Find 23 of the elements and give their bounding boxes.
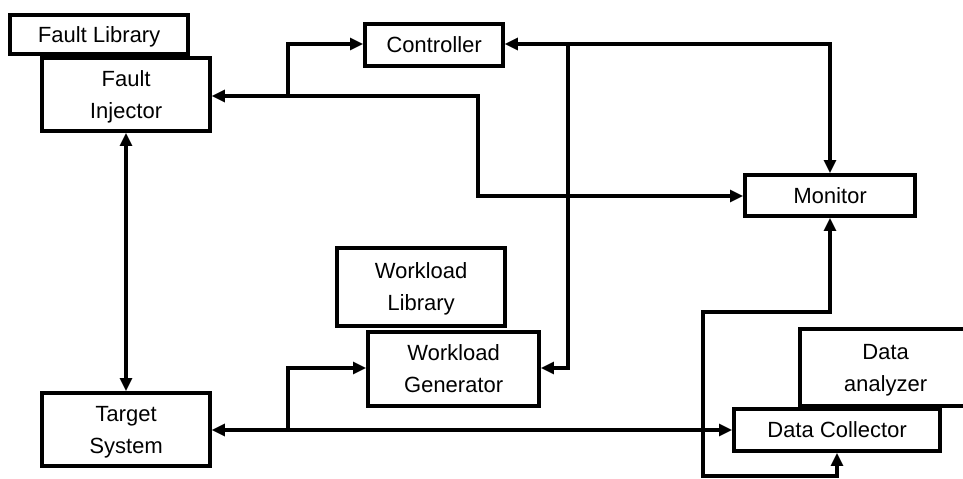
process-box: [363, 22, 505, 68]
box-label: Data analyzer: [842, 338, 928, 398]
box-label: Workload Library: [374, 257, 468, 317]
process-box: [366, 330, 541, 408]
box-label: Fault Library: [38, 20, 160, 49]
arrow: [505, 38, 570, 374]
box-label: Target System: [88, 400, 164, 460]
process-box: [335, 246, 507, 328]
arrow: [212, 362, 366, 436]
box-label: Controller: [386, 31, 482, 60]
process-box: [40, 56, 212, 133]
box-label: Workload Generator: [402, 339, 504, 399]
process-box: [743, 173, 917, 218]
arrow: [701, 218, 844, 478]
process-box: [798, 327, 963, 408]
arrow: [120, 133, 132, 391]
box-label: Data Collector: [767, 416, 907, 444]
process-box: [40, 391, 212, 468]
process-box: [732, 407, 942, 453]
box-label: Fault Injector: [88, 64, 164, 125]
box-label: Monitor: [793, 182, 867, 210]
arrow: [212, 90, 743, 202]
process-box: [8, 13, 190, 56]
